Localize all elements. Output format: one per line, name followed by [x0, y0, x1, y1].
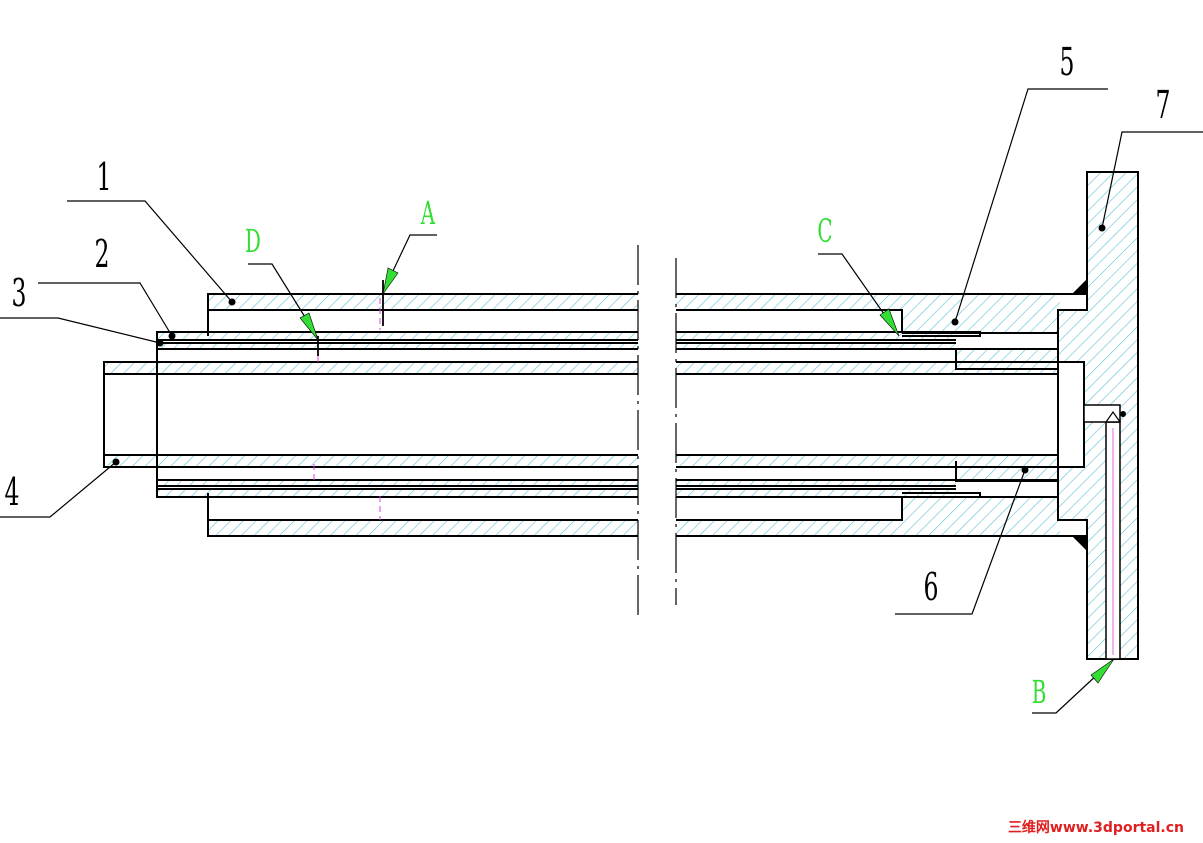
part-label-7: 7 — [1156, 84, 1171, 127]
part-label-3: 3 — [12, 272, 27, 315]
part-dots — [112, 224, 1106, 474]
part-label-4: 4 — [5, 471, 20, 514]
watermark: 三维网www.3dportal.cn — [1008, 819, 1184, 836]
part-label-1: 1 — [97, 156, 112, 199]
part-leaders — [0, 88, 1203, 615]
flange-7 — [1057, 171, 1139, 660]
part-label-5: 5 — [1060, 41, 1075, 84]
point-label-a: A — [420, 195, 436, 232]
tube-3 — [157, 343, 956, 486]
tube-4 — [104, 362, 1058, 467]
point-leaders — [248, 234, 1115, 714]
point-label-b: B — [1032, 674, 1047, 711]
outlines — [103, 293, 1087, 537]
point-label-d: D — [245, 223, 261, 260]
block-5 — [902, 310, 1060, 369]
tube-1 — [208, 294, 1060, 536]
break-lines — [637, 245, 677, 620]
tube-2 — [157, 332, 956, 497]
part-label-6: 6 — [924, 566, 939, 609]
part-label-2: 2 — [95, 233, 110, 276]
point-label-c: C — [817, 213, 832, 250]
